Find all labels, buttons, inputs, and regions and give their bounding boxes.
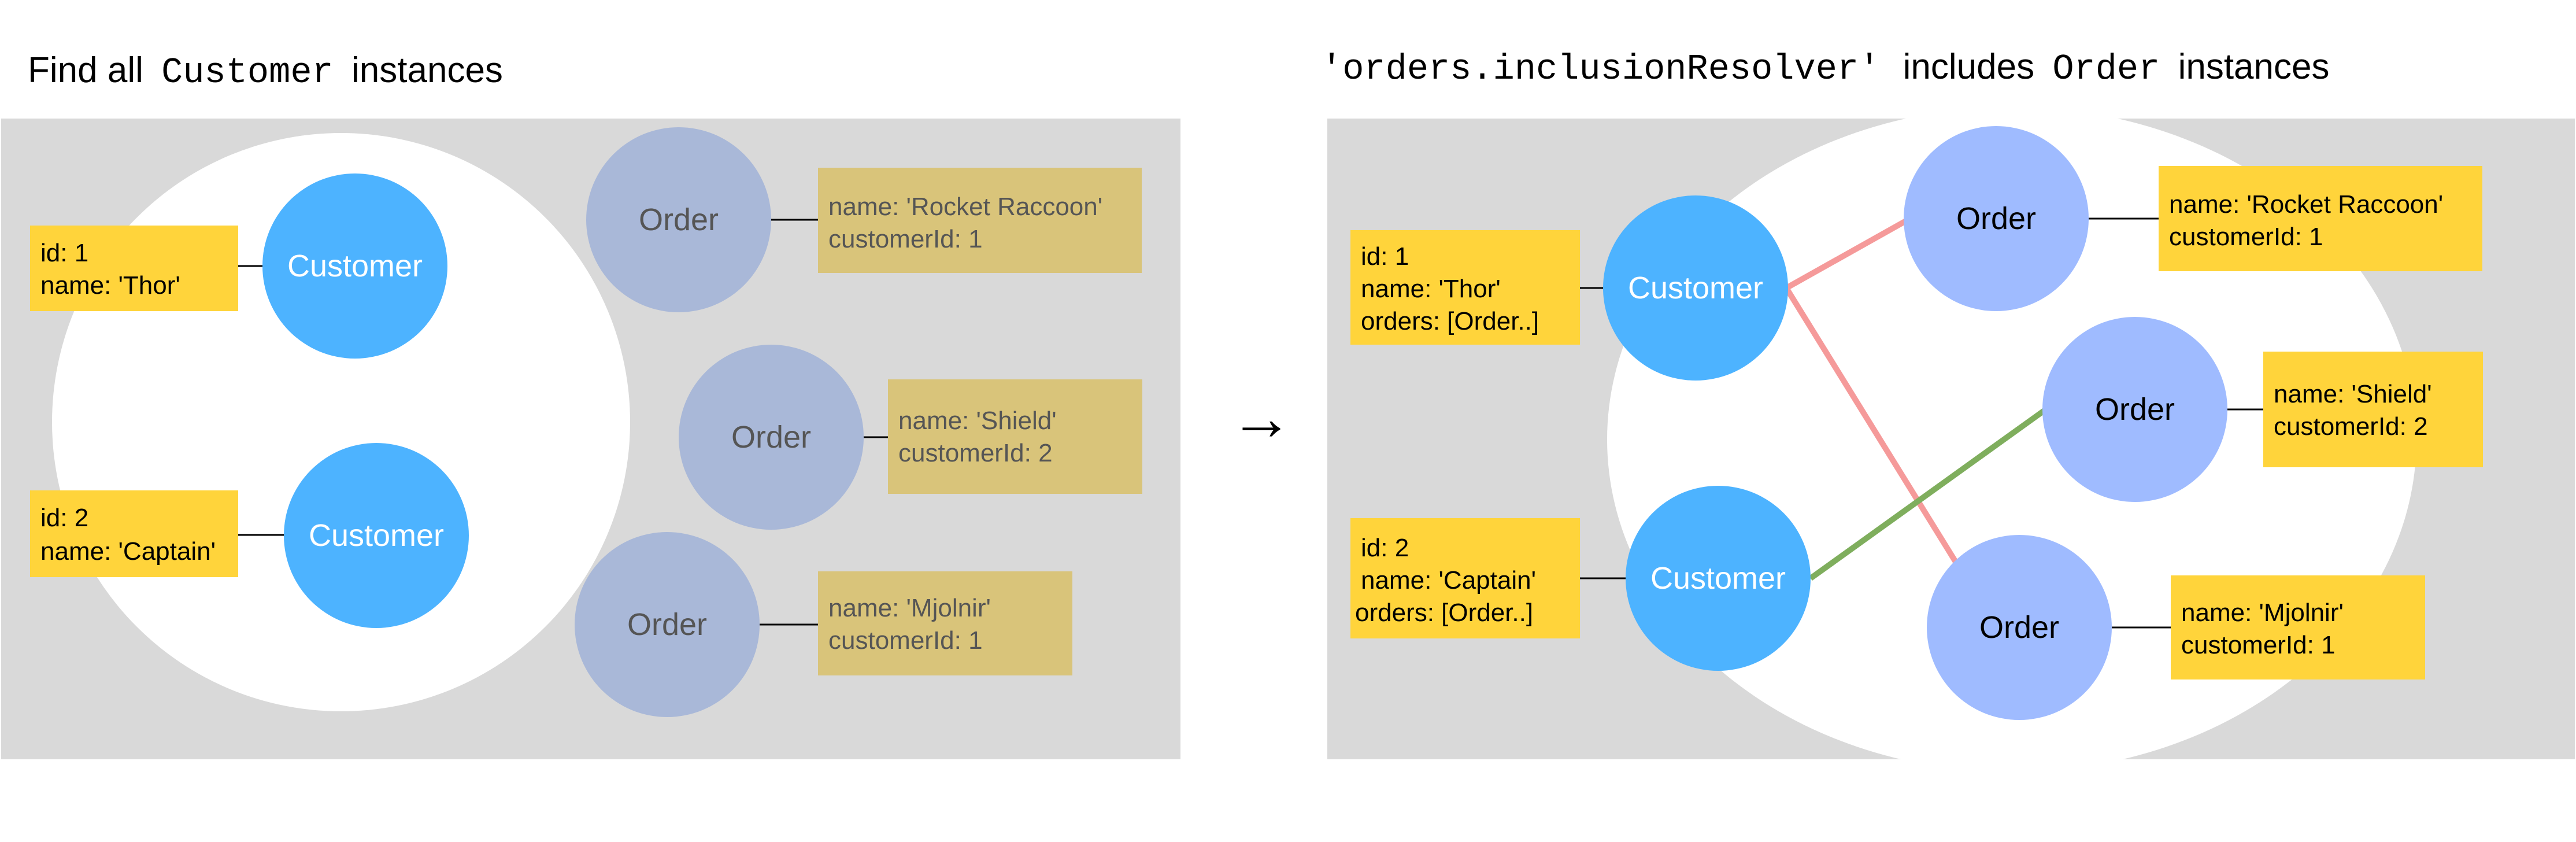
left-title: Find all Customer instances bbox=[28, 50, 503, 93]
right-order1-customer: customerId: 1 bbox=[2169, 223, 2323, 251]
right-order1-node bbox=[1904, 126, 2089, 311]
left-customer2-node bbox=[284, 443, 469, 628]
left-customer2-id: id: 2 bbox=[40, 504, 88, 532]
left-order1-label: Order bbox=[639, 202, 719, 237]
right-order3-label: Order bbox=[1979, 610, 2059, 645]
right-customer2-note bbox=[1350, 518, 1580, 638]
right-order3-customer: customerId: 1 bbox=[2181, 631, 2336, 659]
right-order3-note bbox=[2171, 575, 2425, 679]
left-customer1-name: name: 'Thor' bbox=[40, 271, 180, 300]
right-order2-node bbox=[2042, 317, 2227, 502]
left-customer1-id: id: 1 bbox=[40, 239, 88, 267]
left-order2-note bbox=[888, 379, 1142, 494]
left-customer2-note bbox=[30, 490, 238, 577]
left-order1-name: name: 'Rocket Raccoon' bbox=[828, 193, 1102, 221]
right-title-code2: Order bbox=[2052, 49, 2160, 90]
right-order1-note bbox=[2159, 166, 2482, 271]
link-captain-shield bbox=[1809, 408, 2046, 581]
right-customer2-id: id: 2 bbox=[1361, 534, 1409, 562]
right-order2-note bbox=[2263, 352, 2483, 467]
right-customer1-orders: orders: [Order..] bbox=[1361, 307, 1539, 335]
left-order2-customer: customerId: 2 bbox=[898, 439, 1053, 467]
right-order2-customer: customerId: 2 bbox=[2274, 412, 2428, 441]
left-order2-node bbox=[679, 345, 864, 530]
left-title-suffix: instances bbox=[351, 50, 503, 90]
left-order1-node bbox=[586, 127, 771, 312]
left-customer2-label: Customer bbox=[309, 518, 444, 553]
right-customer1-note bbox=[1350, 230, 1580, 345]
right-customer2-name: name: 'Captain' bbox=[1361, 566, 1536, 594]
left-title-code: Customer bbox=[161, 52, 334, 93]
right-customer1-id: id: 1 bbox=[1361, 242, 1409, 271]
right-order1-name: name: 'Rocket Raccoon' bbox=[2169, 190, 2443, 219]
right-title: 'orders.inclusionResolver' includes Orde… bbox=[1321, 47, 2330, 90]
right-customer1-node bbox=[1603, 195, 1788, 381]
right-order2-label: Order bbox=[2095, 392, 2175, 427]
left-customer1-label: Customer bbox=[287, 249, 423, 283]
left-order1-customer: customerId: 1 bbox=[828, 225, 983, 253]
left-title-prefix: Find all bbox=[28, 50, 143, 90]
left-order3-note bbox=[818, 571, 1072, 675]
right-customer1-label: Customer bbox=[1628, 271, 1763, 305]
link-thor-rocket-raccoon bbox=[1785, 216, 1912, 291]
left-customer2-name: name: 'Captain' bbox=[40, 537, 216, 566]
left-order2-label: Order bbox=[731, 420, 811, 455]
right-customer2-node bbox=[1626, 486, 1811, 671]
left-order3-node bbox=[575, 532, 760, 717]
left-order3-customer: customerId: 1 bbox=[828, 626, 983, 655]
left-customer1-note bbox=[30, 226, 238, 311]
right-title-middle: includes bbox=[1903, 47, 2034, 87]
right-title-suffix: instances bbox=[2178, 47, 2330, 87]
transition-arrow-icon: → bbox=[1230, 382, 1293, 453]
left-order3-name: name: 'Mjolnir' bbox=[828, 594, 991, 622]
right-title-code: 'orders.inclusionResolver' bbox=[1321, 49, 1880, 90]
left-order1-note bbox=[818, 168, 1142, 273]
left-order2-name: name: 'Shield' bbox=[898, 407, 1057, 435]
left-customer1-node bbox=[262, 173, 447, 359]
right-order3-node bbox=[1927, 535, 2112, 720]
right-order3-name: name: 'Mjolnir' bbox=[2181, 599, 2344, 627]
right-customer2-orders: orders: [Order..] bbox=[1355, 599, 1533, 627]
link-thor-mjolnir bbox=[1783, 286, 1960, 566]
right-order1-label: Order bbox=[1956, 201, 2036, 236]
right-customer2-label: Customer bbox=[1650, 561, 1786, 596]
right-customer1-name: name: 'Thor' bbox=[1361, 275, 1501, 303]
right-order2-name: name: 'Shield' bbox=[2274, 380, 2432, 408]
left-order3-label: Order bbox=[627, 607, 707, 642]
